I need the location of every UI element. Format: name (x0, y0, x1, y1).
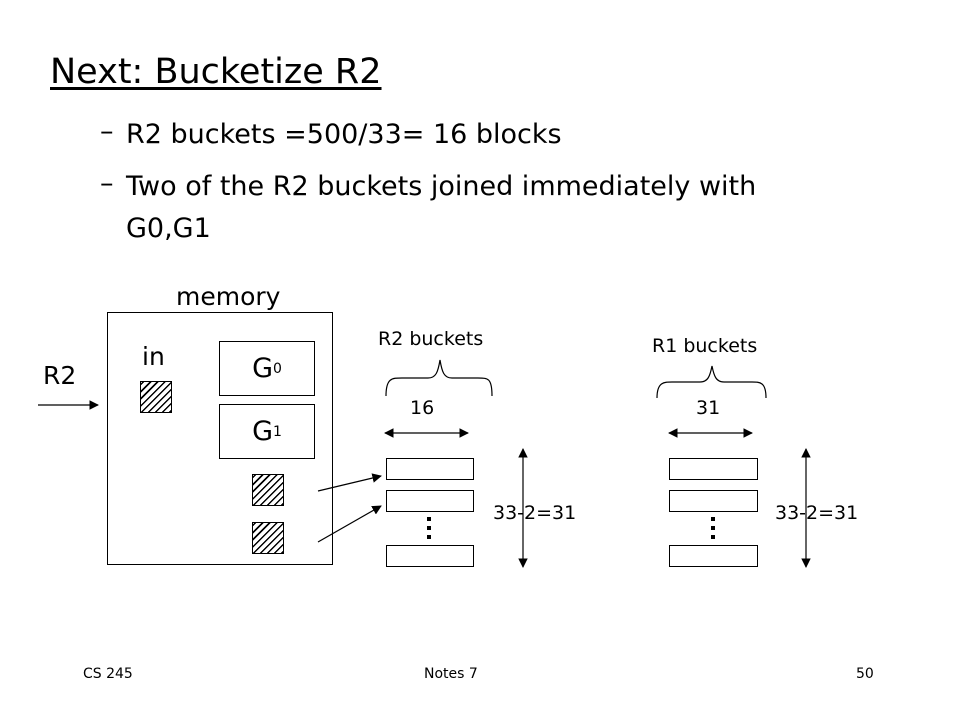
r2-vertical-ellipsis (427, 517, 431, 544)
r1-buckets-brace (656, 365, 767, 399)
footer-page-number: 50 (856, 666, 874, 682)
g0-subscript: 0 (273, 360, 282, 377)
r1-vertical-ellipsis (711, 517, 715, 544)
r1-bucket (669, 490, 758, 512)
r2-buckets-width-label: 16 (410, 397, 435, 419)
r1-bucket (669, 545, 758, 567)
in-buffer-block (140, 381, 172, 413)
r2-bucket (386, 458, 474, 480)
output-buffer-block-1 (252, 474, 284, 506)
g0-label: G (252, 353, 273, 384)
footer-course: CS 245 (83, 666, 133, 682)
r2-buckets-brace (385, 359, 493, 397)
output-buffer-block-2 (252, 522, 284, 554)
memory-box (107, 312, 333, 565)
bullet-2-text: Two of the R2 buckets joined immediately… (126, 171, 757, 244)
bullet-1-text: R2 buckets =500/33= 16 blocks (126, 119, 562, 150)
memory-to-r2-bucket-arrow-1 (317, 473, 382, 492)
r2-buckets-label: R2 buckets (378, 328, 484, 350)
r1-bucket (669, 458, 758, 480)
slide-title: Next: Bucketize R2 (50, 52, 382, 92)
r1-buckets-height-label: 33-2=31 (775, 502, 859, 524)
memory-label: memory (176, 282, 281, 311)
r1-buckets-width-label: 31 (696, 397, 721, 419)
footer-notes: Notes 7 (424, 666, 478, 682)
in-buffer-label: in (142, 342, 165, 371)
r2-bucket (386, 545, 474, 567)
g1-label: G (252, 416, 273, 447)
r2-bucket (386, 490, 474, 512)
r1-buckets-label: R1 buckets (652, 335, 758, 357)
r2-buckets-height-label: 33-2=31 (493, 502, 577, 524)
bullet-1-dash: – (100, 116, 114, 147)
bullet-2-dash: – (100, 168, 114, 199)
g1-subscript: 1 (273, 423, 282, 440)
r2-input-label: R2 (43, 361, 77, 390)
memory-to-r2-bucket-arrow-2 (317, 505, 382, 543)
